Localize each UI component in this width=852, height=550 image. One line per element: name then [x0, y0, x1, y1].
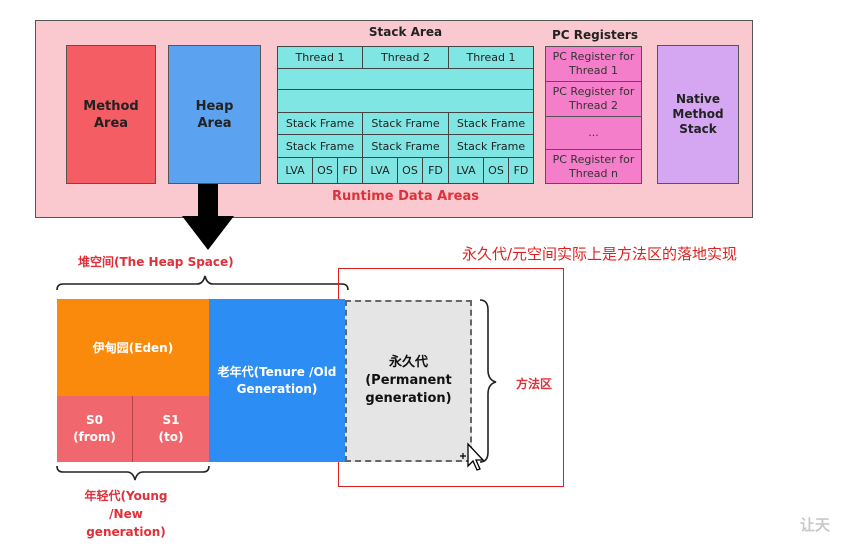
os-cell: OS [312, 157, 338, 184]
lva-cell: LVA [362, 157, 398, 184]
method-area-brace [479, 299, 497, 463]
fd-cell: FD [337, 157, 363, 184]
native-method-stack-box: Native Method Stack [657, 45, 739, 184]
stack-empty-row [277, 68, 534, 90]
pc-register-thread-2: PC Register for Thread 2 [545, 81, 642, 117]
watermark: 让天 [800, 516, 831, 534]
stack-frame-cell: Stack Frame [362, 134, 449, 158]
os-cell: OS [483, 157, 509, 184]
s0-region: S0 (from) [57, 396, 133, 462]
method-area-box: Method Area [66, 45, 156, 184]
native-method-stack-label: Native Method Stack [672, 92, 724, 136]
permanent-generation-note: 永久代/元空间实际上是方法区的落地实现 [462, 245, 738, 263]
runtime-data-areas-label: Runtime Data Areas [332, 189, 479, 204]
thread-2-header: Thread 2 [362, 46, 449, 69]
lva-cell: LVA [277, 157, 313, 184]
s1-label: S1 (to) [158, 413, 184, 444]
fd-cell: FD [508, 157, 534, 184]
pc-registers-title: PC Registers [552, 28, 638, 42]
pc-register-ellipsis: ... [545, 116, 642, 150]
old-generation-label: 老年代(Tenure /Old Generation) [217, 364, 337, 396]
fd-cell: FD [422, 157, 449, 184]
pc-register-thread-1: PC Register for Thread 1 [545, 46, 642, 82]
young-generation-label: 年轻代(Young /New generation) [84, 489, 168, 539]
permanent-generation-label: 永久代 (Permanent generation) [365, 355, 452, 406]
os-cell: OS [397, 157, 423, 184]
move-cursor-icon [460, 442, 485, 471]
s1-region: S1 (to) [133, 396, 209, 462]
heap-space-label: 堆空间(The Heap Space) [78, 255, 234, 269]
stack-area-title: Stack Area [368, 25, 443, 39]
method-area-label: Method Area [83, 98, 139, 131]
heap-bracket [56, 275, 349, 291]
thread-3-header: Thread 1 [448, 46, 534, 69]
stack-empty-row [277, 89, 534, 113]
stack-frame-cell: Stack Frame [448, 112, 534, 135]
eden-label: 伊甸园(Eden) [92, 341, 174, 355]
down-arrow-icon [182, 184, 234, 250]
stack-frame-cell: Stack Frame [277, 112, 363, 135]
eden-region: 伊甸园(Eden) [57, 299, 209, 396]
permanent-generation-region: 永久代 (Permanent generation) [345, 300, 472, 462]
lva-cell: LVA [448, 157, 484, 184]
stack-frame-cell: Stack Frame [448, 134, 534, 158]
young-generation-bracket [56, 465, 210, 481]
heap-area-box: Heap Area [168, 45, 261, 184]
method-area-chinese-label: 方法区 [516, 377, 553, 391]
stack-frame-cell: Stack Frame [277, 134, 363, 158]
s0-label: S0 (from) [73, 413, 116, 444]
stack-frame-cell: Stack Frame [362, 112, 449, 135]
old-generation-region: 老年代(Tenure /Old Generation) [209, 299, 345, 462]
pc-register-thread-n: PC Register for Thread n [545, 149, 642, 184]
thread-1-header: Thread 1 [277, 46, 363, 69]
stack-area-grid: Thread 1 Thread 2 Thread 1 Stack Frame S… [277, 46, 534, 184]
heap-area-label: Heap Area [195, 98, 234, 131]
